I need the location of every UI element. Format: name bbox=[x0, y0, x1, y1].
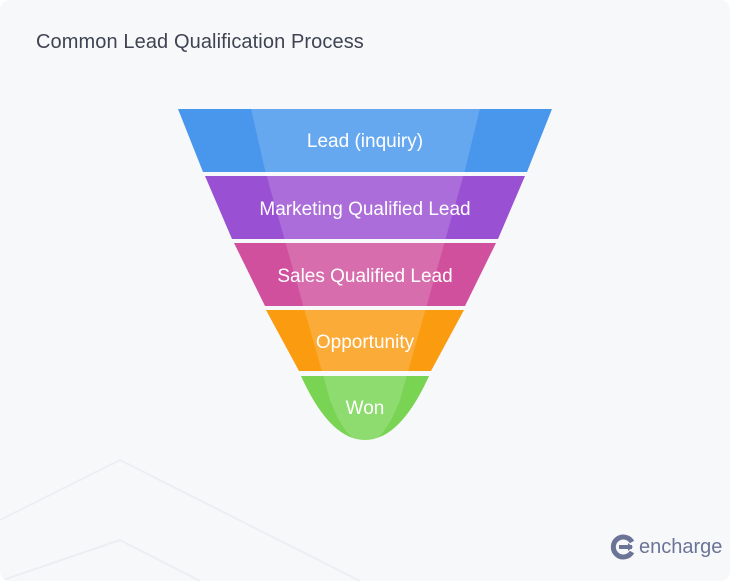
funnel-stage-label: Won bbox=[346, 398, 385, 419]
brand-logo: encharge bbox=[610, 534, 722, 560]
funnel-stage-marketing-qualified-lead bbox=[205, 176, 525, 239]
funnel-stage-label: Marketing Qualified Lead bbox=[259, 199, 470, 220]
funnel-stage-sales-qualified-lead bbox=[234, 243, 496, 306]
brand-name: encharge bbox=[639, 535, 723, 558]
background-decoration bbox=[0, 458, 361, 581]
funnel-stage-label: Opportunity bbox=[316, 332, 415, 353]
funnel-stage-won bbox=[301, 376, 429, 440]
funnel-highlight bbox=[249, 109, 482, 440]
funnel-stage-label: Sales Qualified Lead bbox=[277, 266, 452, 287]
funnel-stage-label: Lead (inquiry) bbox=[307, 131, 423, 152]
funnel-stage-opportunity bbox=[266, 310, 464, 371]
funnel-stage-lead-inquiry bbox=[178, 109, 552, 172]
page-title: Common Lead Qualification Process bbox=[36, 31, 364, 53]
encharge-logo-icon bbox=[610, 534, 635, 560]
